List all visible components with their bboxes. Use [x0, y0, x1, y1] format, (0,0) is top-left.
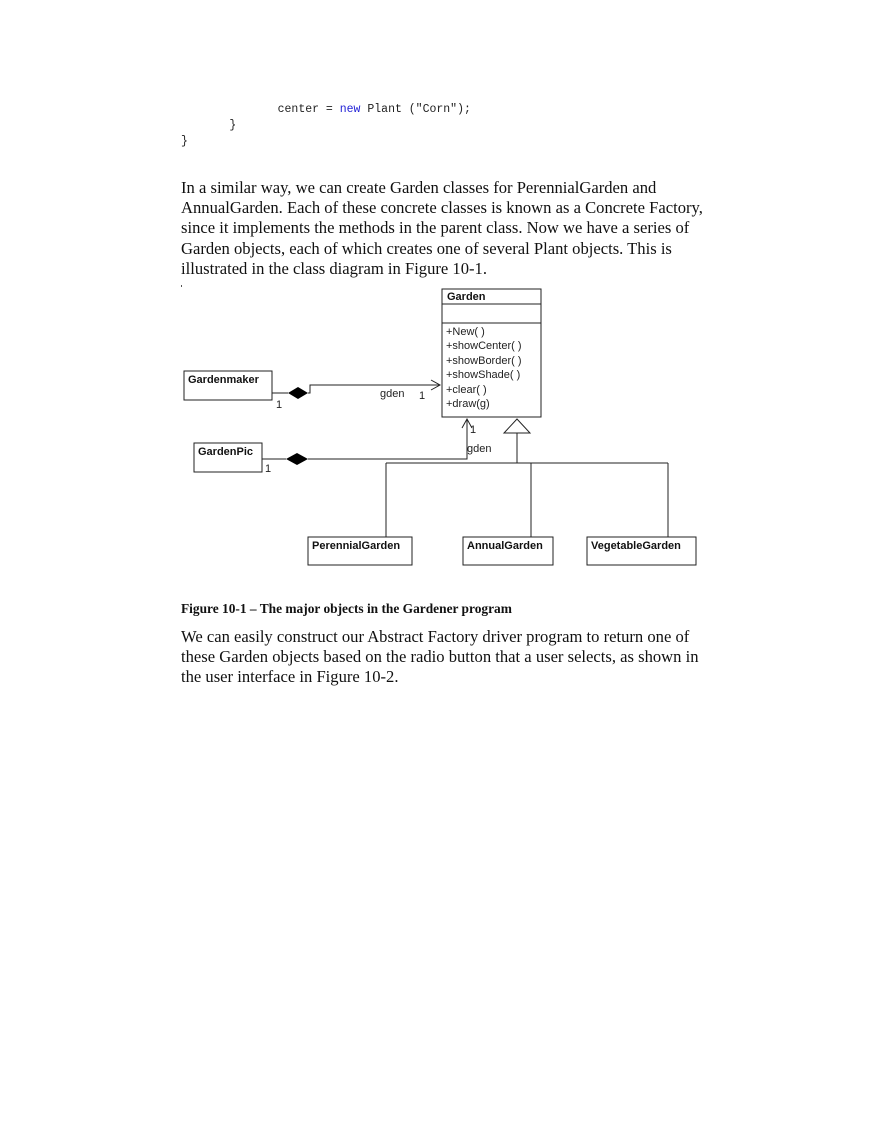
gardenmaker-class-box: Gardenmaker: [183, 370, 273, 401]
gardenpic-target-multiplicity: 1: [470, 424, 476, 436]
garden-op: +New( ): [446, 326, 485, 338]
garden-op: +showCenter( ): [446, 340, 522, 352]
arrowhead-icon: [461, 417, 473, 429]
gardenmaker-multiplicity: 1: [276, 399, 282, 411]
gardenpic-association: 1 1 gden: [262, 417, 491, 475]
gardenpic-role-label: gden: [467, 443, 491, 455]
gardenpic-class-box: GardenPic: [193, 442, 263, 473]
garden-op: +showShade( ): [446, 369, 520, 381]
code-line-1-suffix: Plant ("Corn");: [360, 103, 471, 116]
code-snippet: center = new Plant ("Corn"); } }: [181, 102, 471, 150]
generalization-tree: [385, 418, 669, 537]
subclass-name: AnnualGarden: [467, 540, 543, 552]
gardenmaker-role-label: gden: [380, 388, 404, 400]
arrowhead-icon: [430, 379, 442, 391]
stray-mark: [181, 285, 182, 287]
code-line-3: }: [181, 135, 188, 148]
garden-class-box: Garden +New( ) +showCenter( ) +showBorde…: [441, 288, 542, 418]
vegetablegarden-class-box: VegetableGarden: [586, 536, 697, 566]
gardenmaker-target-multiplicity: 1: [419, 390, 425, 402]
perennialgarden-class-box: PerennialGarden: [307, 536, 413, 566]
code-line-1-prefix: center =: [277, 103, 340, 116]
code-keyword-new: new: [339, 103, 361, 116]
figure-caption: Figure 10-1 – The major objects in the G…: [181, 601, 512, 616]
garden-op: +clear( ): [446, 384, 487, 396]
gardenpic-multiplicity: 1: [265, 463, 271, 475]
paragraph-driver: We can easily construct our Abstract Fac…: [181, 627, 699, 687]
garden-op: +draw(g): [446, 398, 490, 410]
paragraph-intro: In a similar way, we can create Garden c…: [181, 178, 703, 278]
gardenmaker-class-name: Gardenmaker: [188, 374, 260, 386]
gardenpic-class-name: GardenPic: [198, 446, 253, 458]
subclass-name: VegetableGarden: [591, 540, 681, 552]
garden-op: +showBorder( ): [446, 355, 522, 367]
subclass-name: PerennialGarden: [312, 540, 400, 552]
composition-diamond-icon: [288, 387, 308, 399]
inheritance-triangle-icon: [502, 418, 532, 434]
garden-class-name: Garden: [447, 291, 486, 303]
code-line-2: }: [229, 119, 237, 132]
annualgarden-class-box: AnnualGarden: [462, 536, 554, 566]
gardenmaker-association: 1 gden 1: [272, 379, 442, 411]
composition-diamond-icon: [286, 453, 308, 465]
class-diagram: Garden +New( ) +showCenter( ) +showBorde…: [183, 288, 697, 566]
